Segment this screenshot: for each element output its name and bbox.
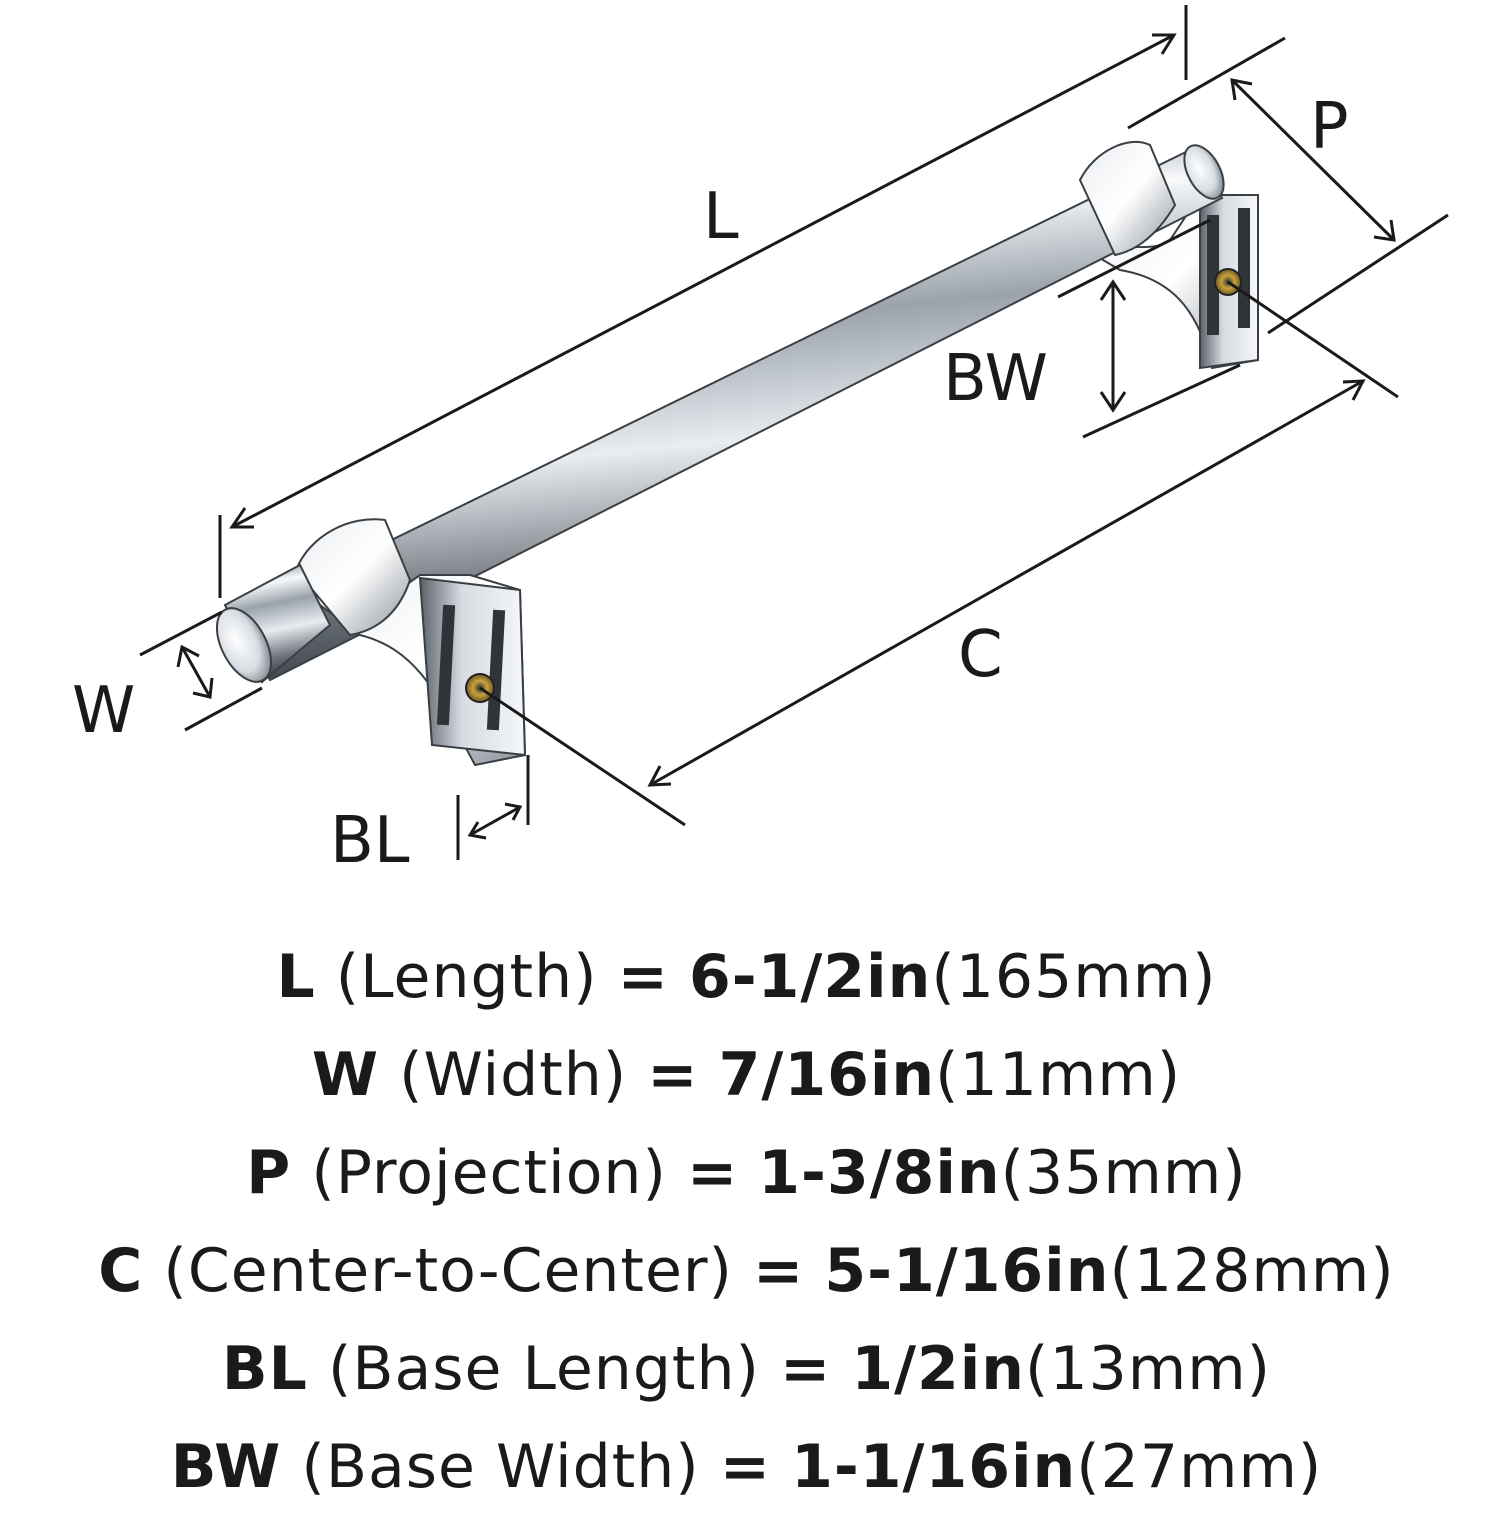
dimension-lines <box>139 5 1449 860</box>
dimension-spec-list: L (Length) = 6-1/2in(165mm) W (Width) = … <box>0 928 1493 1516</box>
dimension-labels: L W P C BL BW <box>72 90 1349 878</box>
label-w: W <box>72 674 135 748</box>
spec-row-width: W (Width) = 7/16in(11mm) <box>311 1040 1182 1110</box>
spec-row-base-length: BL (Base Length) = 1/2in(13mm) <box>221 1334 1272 1404</box>
handle-dimension-diagram: L W P C BL BW <box>72 5 1449 878</box>
left-collar <box>294 518 412 637</box>
spec-row-center-to-center: C (Center-to-Center) = 5-1/16in(128mm) <box>98 1236 1395 1306</box>
label-c: C <box>958 618 1003 692</box>
right-collar <box>1078 140 1177 257</box>
left-end-cap <box>215 563 332 684</box>
label-bl: BL <box>330 804 410 878</box>
label-l: L <box>703 180 739 254</box>
spec-row-projection: P (Projection) = 1-3/8in(35mm) <box>246 1138 1247 1208</box>
label-bw: BW <box>943 342 1048 416</box>
spec-row-length: L (Length) = 6-1/2in(165mm) <box>276 942 1217 1012</box>
label-p: P <box>1310 90 1349 164</box>
cabinet-handle <box>215 140 1259 767</box>
spec-row-base-width: BW (Base Width) = 1-1/16in(27mm) <box>170 1432 1323 1502</box>
